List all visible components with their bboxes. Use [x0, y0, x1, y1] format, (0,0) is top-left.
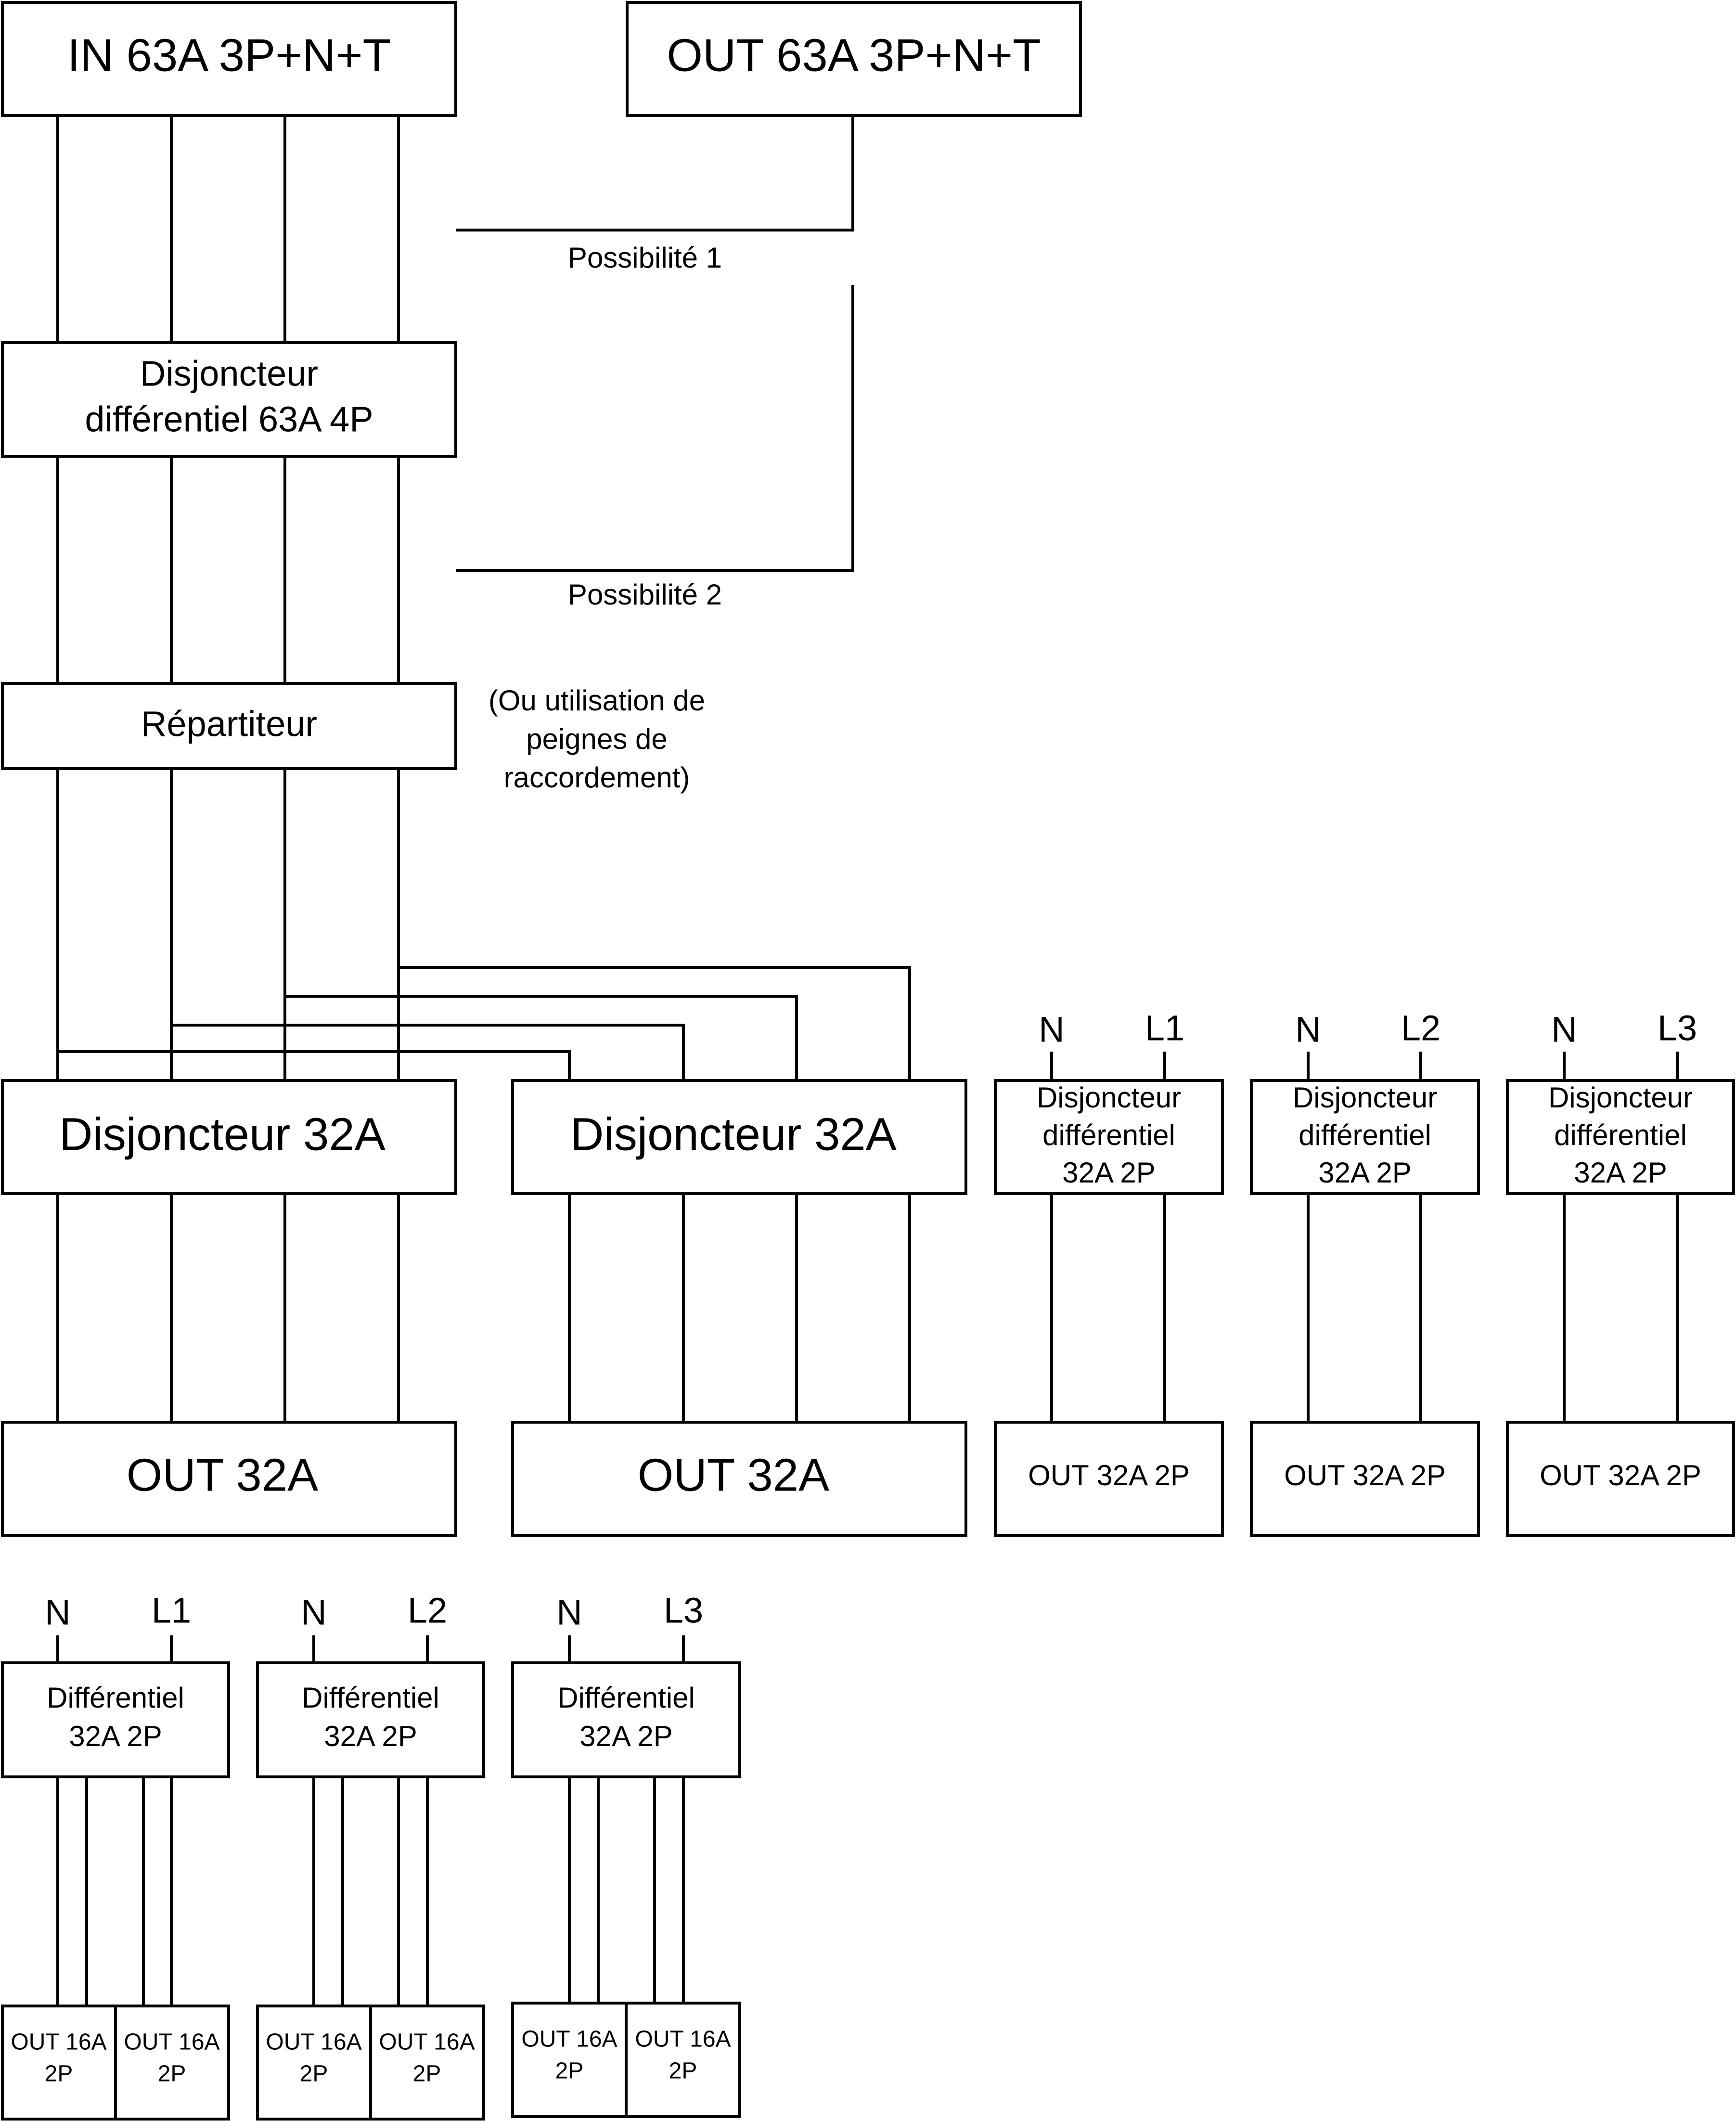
in-63a-label: IN 63A 3P+N+T — [67, 29, 391, 81]
rcd-line1: Différentiel — [302, 1682, 439, 1714]
rcd-32a-2p-box — [1, 1661, 230, 1778]
neutral-label: N — [1295, 1010, 1321, 1050]
option1-label: Possibilité 1 — [568, 242, 722, 274]
breaker-32a-1-box — [1, 1079, 457, 1195]
rcd-63a-4p-line2: différentiel 63A 4P — [85, 399, 373, 439]
distributor-note-line3: raccordement) — [504, 761, 690, 794]
out-16a-2p-box — [511, 2002, 628, 2118]
rcbo-line1: Disjoncteur — [1037, 1081, 1181, 1114]
rcd-line2: 32A 2P — [69, 1720, 162, 1752]
rcbo-l2-group: N L2 Disjoncteur différentiel 32A 2P OUT… — [1250, 1008, 1480, 1537]
neutral-label: N — [1039, 1010, 1064, 1050]
rcd-32a-2p-box — [511, 1661, 741, 1778]
out-16a-line2: 2P — [555, 2058, 584, 2084]
breaker-32a-2-box — [511, 1079, 967, 1195]
wires — [56, 116, 1679, 2006]
breaker-32a-2-label: Disjoncteur 32A — [570, 1108, 897, 1160]
out-16a-line1: OUT 16A — [521, 2027, 617, 2052]
distributor-label: Répartiteur — [141, 704, 317, 744]
in-63a-box — [1, 1, 457, 117]
option2-label: Possibilité 2 — [568, 578, 722, 611]
rcd-63a-4p-line1: Disjoncteur — [140, 354, 318, 394]
neutral-label: N — [301, 1593, 326, 1633]
rcbo-32a-2p-box — [1506, 1079, 1735, 1195]
out-16a-line1: OUT 16A — [11, 2030, 106, 2055]
out-32a-2-label: OUT 32A — [638, 1449, 829, 1501]
rcbo-line1: Disjoncteur — [1548, 1081, 1693, 1114]
out-32a-2p-box — [1250, 1421, 1480, 1537]
phase-label: L2 — [1401, 1008, 1440, 1048]
out-32a-2p-label: OUT 32A 2P — [1284, 1459, 1446, 1491]
neutral-label: N — [1551, 1010, 1577, 1050]
rcbo-line3: 32A 2P — [1574, 1157, 1667, 1189]
phase-label: L1 — [152, 1591, 191, 1631]
out-32a-2p-label: OUT 32A 2P — [1028, 1459, 1190, 1491]
rcbo-line2: différentiel — [1299, 1119, 1431, 1151]
phase-label: L3 — [1658, 1008, 1697, 1048]
neutral-label: N — [556, 1593, 582, 1633]
out-16a-2p-box — [114, 2005, 230, 2121]
out-32a-1-label: OUT 32A — [127, 1449, 318, 1501]
neutral-label: N — [45, 1593, 70, 1633]
distributor-box — [1, 682, 457, 770]
distributor-note-line1: (Ou utilisation de — [489, 684, 705, 717]
rcd-l3-group: N L3 Différentiel 32A 2P OUT 16A 2P OUT … — [511, 1591, 741, 2118]
rcd-line1: Différentiel — [557, 1682, 695, 1714]
rcd-l2-group: N L2 Différentiel 32A 2P OUT 16A 2P OUT … — [256, 1591, 485, 2121]
rcbo-l1-group: N L1 Disjoncteur différentiel 32A 2P OUT… — [994, 1008, 1224, 1537]
out-16a-2p-box — [369, 2005, 485, 2121]
out-16a-line2: 2P — [45, 2061, 73, 2087]
out-32a-2p-box — [994, 1421, 1224, 1537]
rcbo-l3-group: N L3 Disjoncteur différentiel 32A 2P OUT… — [1506, 1008, 1735, 1537]
out-63a-box — [626, 1, 1082, 117]
rcd-line2: 32A 2P — [579, 1720, 673, 1752]
rcbo-line3: 32A 2P — [1062, 1157, 1156, 1189]
out-32a-1-box — [1, 1421, 457, 1537]
out-16a-2p-box — [625, 2002, 741, 2118]
out-16a-line2: 2P — [413, 2061, 441, 2087]
rcbo-32a-2p-box — [1250, 1079, 1480, 1195]
rcbo-line1: Disjoncteur — [1293, 1081, 1437, 1114]
rcd-63a-4p-box — [1, 341, 457, 458]
rcbo-32a-2p-box — [994, 1079, 1224, 1195]
rcbo-line2: différentiel — [1042, 1119, 1175, 1151]
rcd-l1-group: N L1 Différentiel 32A 2P OUT 16A 2P OUT … — [1, 1591, 230, 2121]
out-32a-2p-box — [1506, 1421, 1735, 1537]
out-32a-2-box — [511, 1421, 967, 1537]
rcbo-line3: 32A 2P — [1318, 1157, 1412, 1189]
phase-label: L1 — [1145, 1008, 1184, 1048]
out-16a-line1: OUT 16A — [124, 2030, 219, 2055]
rcbo-line2: différentiel — [1554, 1119, 1687, 1151]
rcd-32a-2p-box — [256, 1661, 485, 1778]
phase-label: L2 — [408, 1591, 447, 1631]
out-16a-line1: OUT 16A — [635, 2027, 731, 2052]
out-16a-line1: OUT 16A — [379, 2030, 475, 2055]
rcd-line2: 32A 2P — [324, 1720, 417, 1752]
distributor-note-line2: peignes de — [526, 723, 668, 755]
out-16a-line2: 2P — [669, 2058, 697, 2084]
out-63a-label: OUT 63A 3P+N+T — [667, 29, 1041, 81]
out-16a-line2: 2P — [300, 2061, 328, 2087]
rcd-line1: Différentiel — [47, 1682, 184, 1714]
out-16a-2p-box — [1, 2005, 117, 2121]
breaker-32a-1-label: Disjoncteur 32A — [59, 1108, 386, 1160]
out-32a-2p-label: OUT 32A 2P — [1540, 1459, 1701, 1491]
out-16a-line1: OUT 16A — [266, 2030, 361, 2055]
out-16a-line2: 2P — [158, 2061, 186, 2087]
phase-label: L3 — [664, 1591, 703, 1631]
